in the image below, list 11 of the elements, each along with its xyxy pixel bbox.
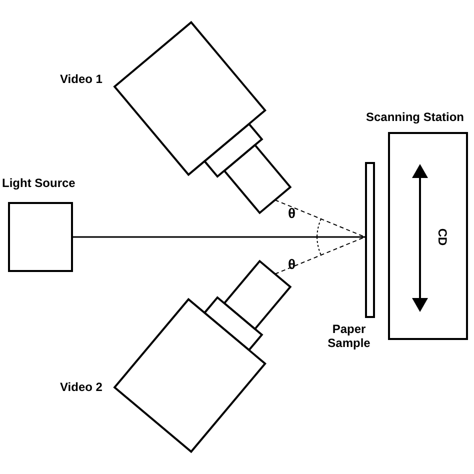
node-label: Scanning Station: [366, 110, 464, 124]
dashed-line: [274, 200, 366, 238]
angle-label: θ: [288, 256, 296, 272]
dashed-line: [274, 236, 366, 274]
node-label: Paper Sample: [326, 322, 372, 350]
direction-label: CD: [436, 228, 450, 246]
node-label: Video 2: [60, 380, 102, 394]
node-label: Light Source: [2, 176, 76, 190]
node-label: Video 1: [60, 72, 102, 86]
angle-label: θ: [288, 205, 296, 221]
line: [73, 236, 365, 238]
